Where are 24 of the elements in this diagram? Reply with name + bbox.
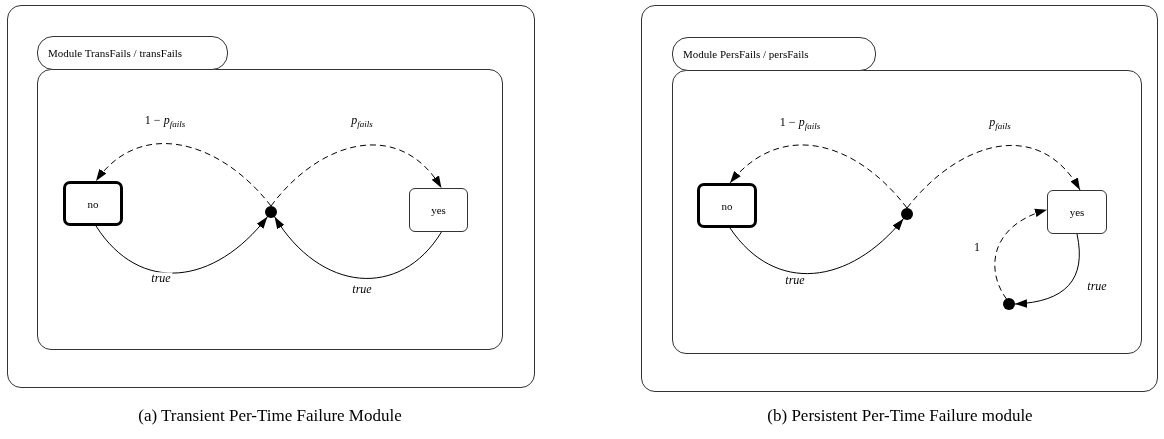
dashed-arrow [729, 144, 908, 209]
arrow [1014, 233, 1080, 308]
state-box: yes [409, 188, 468, 232]
junction-dot [265, 206, 277, 218]
edge-label: 1 − p$_{fails}$ [777, 115, 823, 133]
dashed-arrow [906, 145, 1081, 209]
junction-dot [901, 208, 913, 220]
initial-state-box: no [697, 183, 757, 228]
junction-dot [1003, 298, 1015, 310]
edge-label: 1 − p$_{fails}$ [142, 113, 188, 131]
initial-state-box: no [63, 181, 123, 226]
arrow [274, 216, 442, 279]
module-tab: Module PersFails / persFails [672, 37, 876, 71]
panel-label: (a) Transient Per-Time Failure Module [138, 406, 402, 426]
module-tab: Module TransFails / transFails [37, 36, 228, 70]
dashed-arrow [270, 144, 442, 207]
dashed-arrow [994, 209, 1048, 300]
arrow [95, 216, 268, 274]
panel-label: (b) Persistent Per-Time Failure module [767, 406, 1033, 426]
arrow [729, 218, 904, 274]
dashed-arrow [95, 143, 272, 207]
state-box: yes [1047, 190, 1107, 234]
panel-frame [641, 5, 1158, 392]
panel-frame [7, 5, 535, 388]
